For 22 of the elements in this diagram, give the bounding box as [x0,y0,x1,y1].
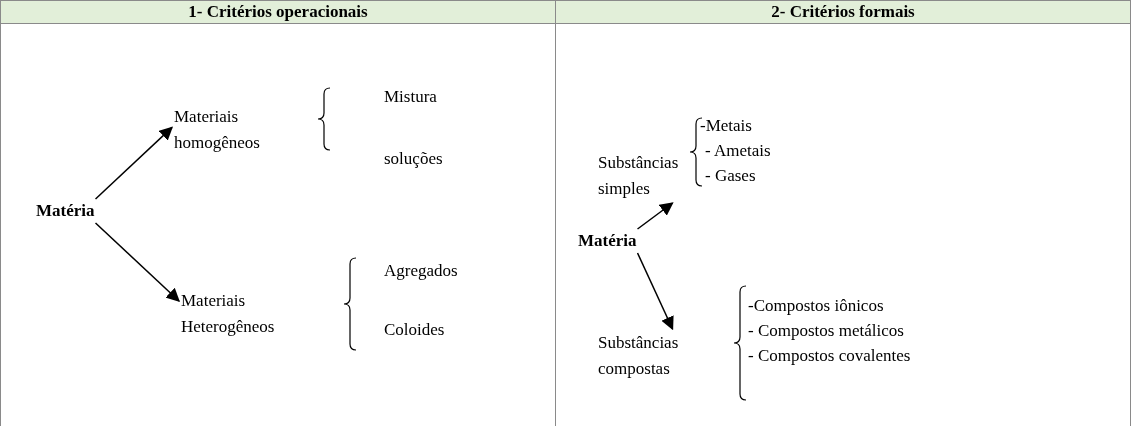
list-item: -Compostos iônicos [748,295,884,317]
arrow [94,126,173,200]
column-header: 1- Critérios operacionais [0,0,556,24]
arrow [636,202,674,230]
list-item: Coloides [384,319,445,341]
list-item: Mistura [384,86,437,108]
list-item: - Compostos covalentes [748,345,911,367]
root-term: Matéria [36,198,95,224]
list-item: - Ametais [705,140,771,162]
list-item: Agregados [384,260,458,282]
category-label: Materiais homogêneos [174,104,304,156]
root-term: Matéria [578,228,637,254]
category-label: Materiais Heterogêneos [181,288,331,340]
category-label: Substâncias compostas [598,330,678,382]
list-item: - Gases [705,165,756,187]
list-item: -Metais [700,115,752,137]
list-item: soluções [384,148,443,170]
list-item: - Compostos metálicos [748,320,904,342]
arrow [94,222,180,302]
column-header: 2- Critérios formais [555,0,1131,24]
category-label: Substâncias simples [598,150,678,202]
arrow [636,252,674,331]
